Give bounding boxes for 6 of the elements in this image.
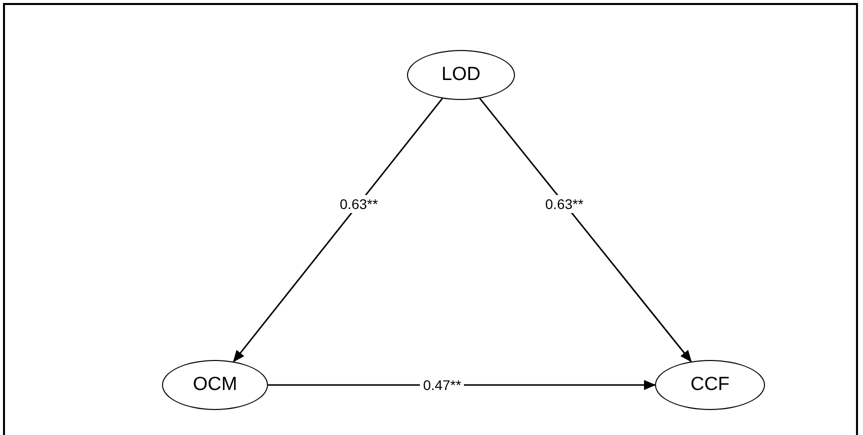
node-label: CCF xyxy=(690,374,730,396)
arrow xyxy=(268,380,656,390)
node-label: OCM xyxy=(192,374,238,396)
node-label: LOD xyxy=(441,64,481,86)
arrow xyxy=(232,98,443,362)
arrow xyxy=(479,98,692,362)
